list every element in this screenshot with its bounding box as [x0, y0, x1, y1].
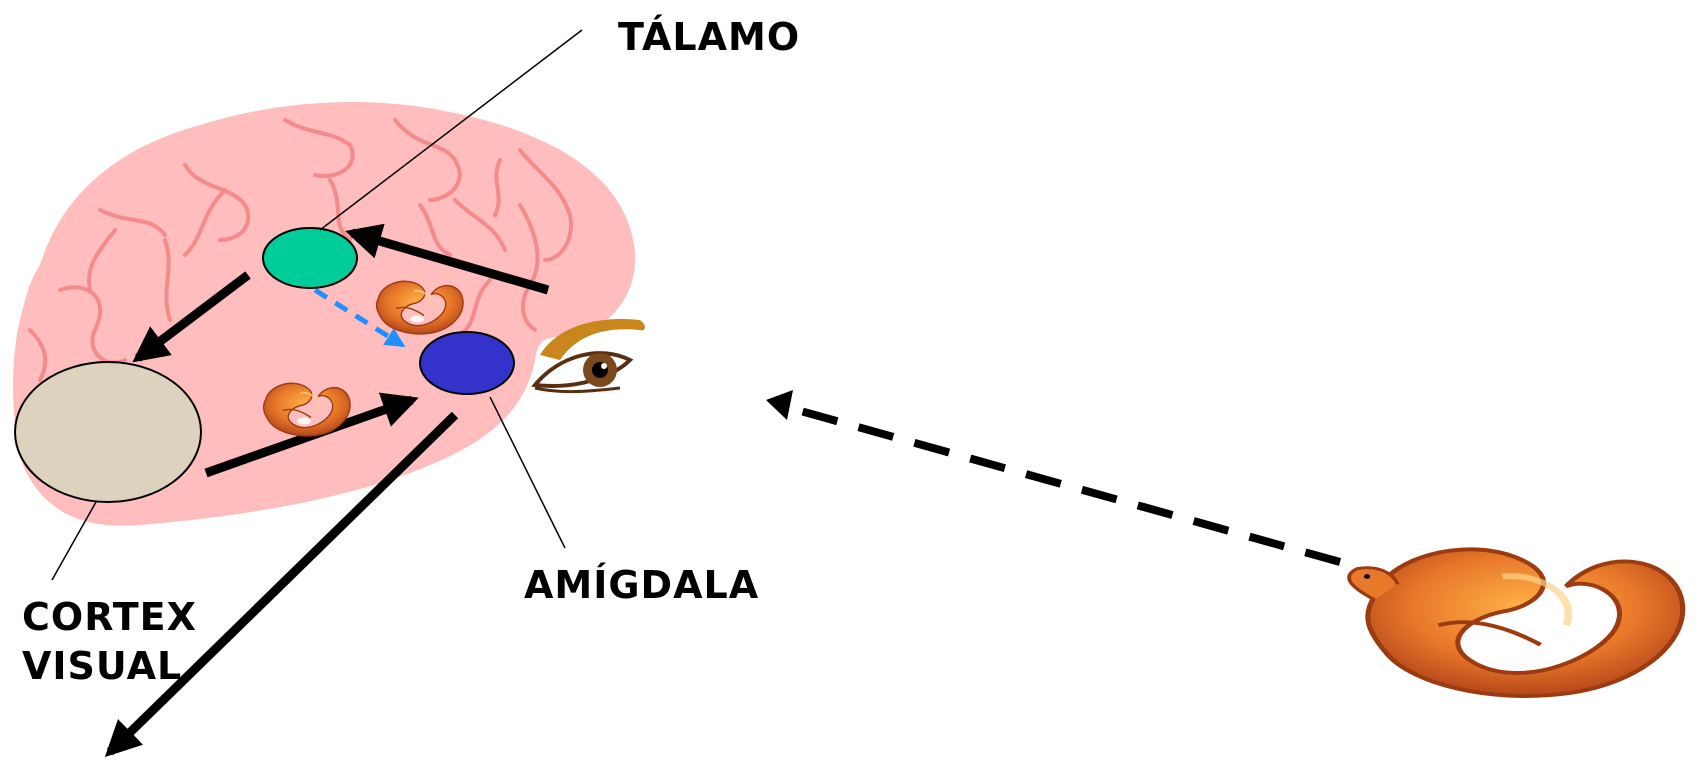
amygdala-label-line: [490, 397, 565, 548]
thalamus-label: TÁLAMO: [618, 15, 800, 59]
snake-icon: [1349, 549, 1683, 696]
visual-cortex-label-line1: CORTEX: [22, 595, 197, 639]
arrowhead-snake-to-eye: [766, 390, 793, 420]
visual-cortex-node: [15, 362, 201, 502]
arrow-snake-to-eye-dashed: [790, 408, 1340, 562]
amygdala-label: AMÍGDALA: [524, 563, 759, 607]
visual-cortex-label-line2: VISUAL: [22, 644, 182, 688]
thalamus-node: [263, 228, 357, 288]
amygdala-node: [420, 332, 514, 394]
